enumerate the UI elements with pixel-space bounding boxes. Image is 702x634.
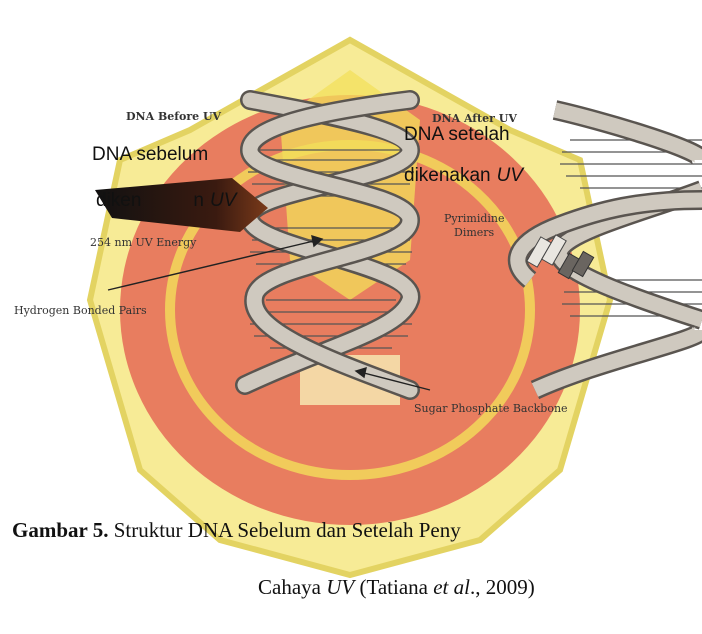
figure-caption-line-2: Cahaya UV (Tatiana et al., 2009) <box>258 575 535 600</box>
label-dikenakan-right: dikenakan <box>404 165 491 186</box>
label-sugar-phosphate-backbone: Sugar Phosphate Backbone <box>414 402 568 415</box>
label-dna-before-uv: DNA Before UV <box>126 110 222 123</box>
label-dna-sebelum: DNA sebelum <box>92 144 208 165</box>
caption-line-1-text: Struktur DNA Sebelum dan Setelah Peny <box>108 518 460 542</box>
label-uv-left: UV <box>210 190 239 211</box>
figure-caption-line-1: Gambar 5. Struktur DNA Sebelum dan Setel… <box>12 518 461 543</box>
caption-uv: UV <box>326 575 354 599</box>
label-254nm-uv-energy: 254 nm UV Energy <box>90 236 197 249</box>
label-dikenakan-left-part2: n <box>193 190 204 211</box>
caption-et-al: et al <box>433 575 470 599</box>
label-pyrimidine: Pyrimidine <box>444 212 505 225</box>
label-dikenakan-left-part1: diken <box>96 190 141 211</box>
caption-line-2-part-a: Cahaya <box>258 575 326 599</box>
label-hydrogen-bonded-pairs: Hydrogen Bonded Pairs <box>14 304 147 317</box>
label-dna-setelah: DNA setelah <box>404 124 510 145</box>
label-dimers: Dimers <box>454 226 495 239</box>
caption-line-2-part-b: (Tatiana <box>354 575 433 599</box>
caption-line-2-part-c: ., 2009) <box>470 575 535 599</box>
figure-number: Gambar 5. <box>12 518 108 542</box>
label-uv-right: UV <box>497 165 526 186</box>
label-dikenakan-uv-right: dikenakan UV <box>404 165 525 186</box>
